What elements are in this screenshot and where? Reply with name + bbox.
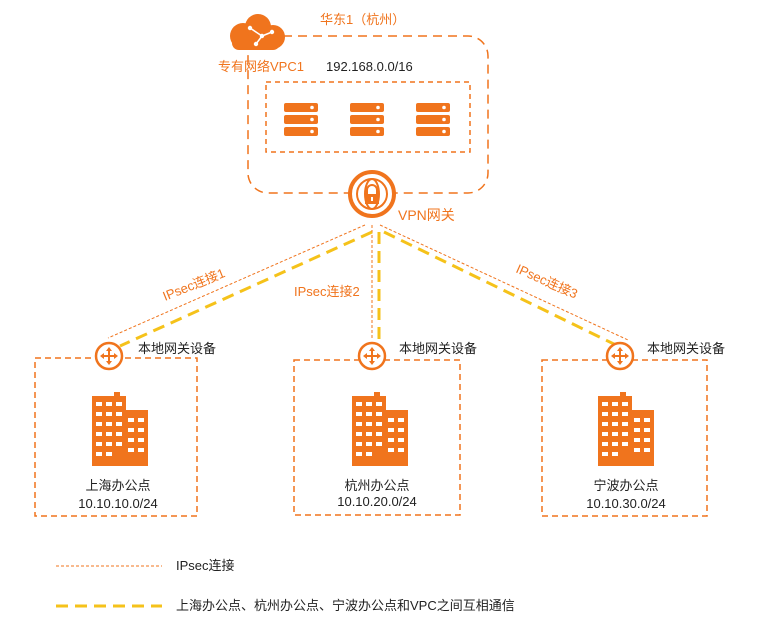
ipsec-line-3 (379, 224, 629, 341)
office-cidr: 10.10.10.0/24 (78, 496, 158, 511)
office-device-label: 本地网关设备 (647, 341, 725, 356)
router-icon (357, 341, 387, 371)
office-name: 上海办公点 (85, 478, 150, 493)
vpc-boundary (247, 35, 489, 194)
office-shanghai: 本地网关设备 上海办公点 10.10.10.0/24 (34, 341, 216, 517)
vpn-gateway-label: VPN网关 (398, 207, 455, 223)
server-icon (284, 103, 318, 136)
server-group-boundary (265, 81, 471, 153)
server-icon (350, 103, 384, 136)
router-icon (94, 341, 124, 371)
building-icon (598, 392, 654, 466)
intercom-link-1 (119, 230, 373, 348)
vpc-name: 专有网络VPC1 (218, 59, 304, 74)
router-icon (605, 341, 635, 371)
office-device-label: 本地网关设备 (399, 341, 477, 356)
office-name: 宁波办公点 (593, 478, 658, 493)
ipsec-line-1 (107, 224, 366, 339)
building-icon (352, 392, 408, 466)
office-ningbo: 本地网关设备 宁波办公点 10.10.30.0/24 (541, 341, 725, 517)
vpc-region: 华东1（杭州） (320, 12, 405, 27)
office-hangzhou: 本地网关设备 杭州办公点 10.10.20.0/24 (293, 341, 477, 516)
legend-ipsec-label: IPsec连接 (176, 558, 235, 573)
office-name: 杭州办公点 (344, 478, 409, 493)
building-icon (92, 392, 148, 466)
vpn-gateway-icon (348, 170, 396, 218)
office-cidr: 10.10.20.0/24 (337, 494, 417, 509)
office-device-label: 本地网关设备 (138, 341, 216, 356)
ipsec-label-1: IPsec连接1 (161, 265, 228, 304)
legend-intercom-label: 上海办公点、杭州办公点、宁波办公点和VPC之间互相通信 (176, 598, 515, 613)
server-icon (416, 103, 450, 136)
ipsec-label-2: IPsec连接2 (294, 284, 360, 299)
vpc-cidr: 192.168.0.0/16 (326, 59, 413, 74)
office-cidr: 10.10.30.0/24 (586, 496, 666, 511)
intercom-link-3 (383, 230, 619, 348)
ipsec-label-3: IPsec连接3 (514, 261, 580, 301)
cloud-icon (230, 14, 285, 50)
